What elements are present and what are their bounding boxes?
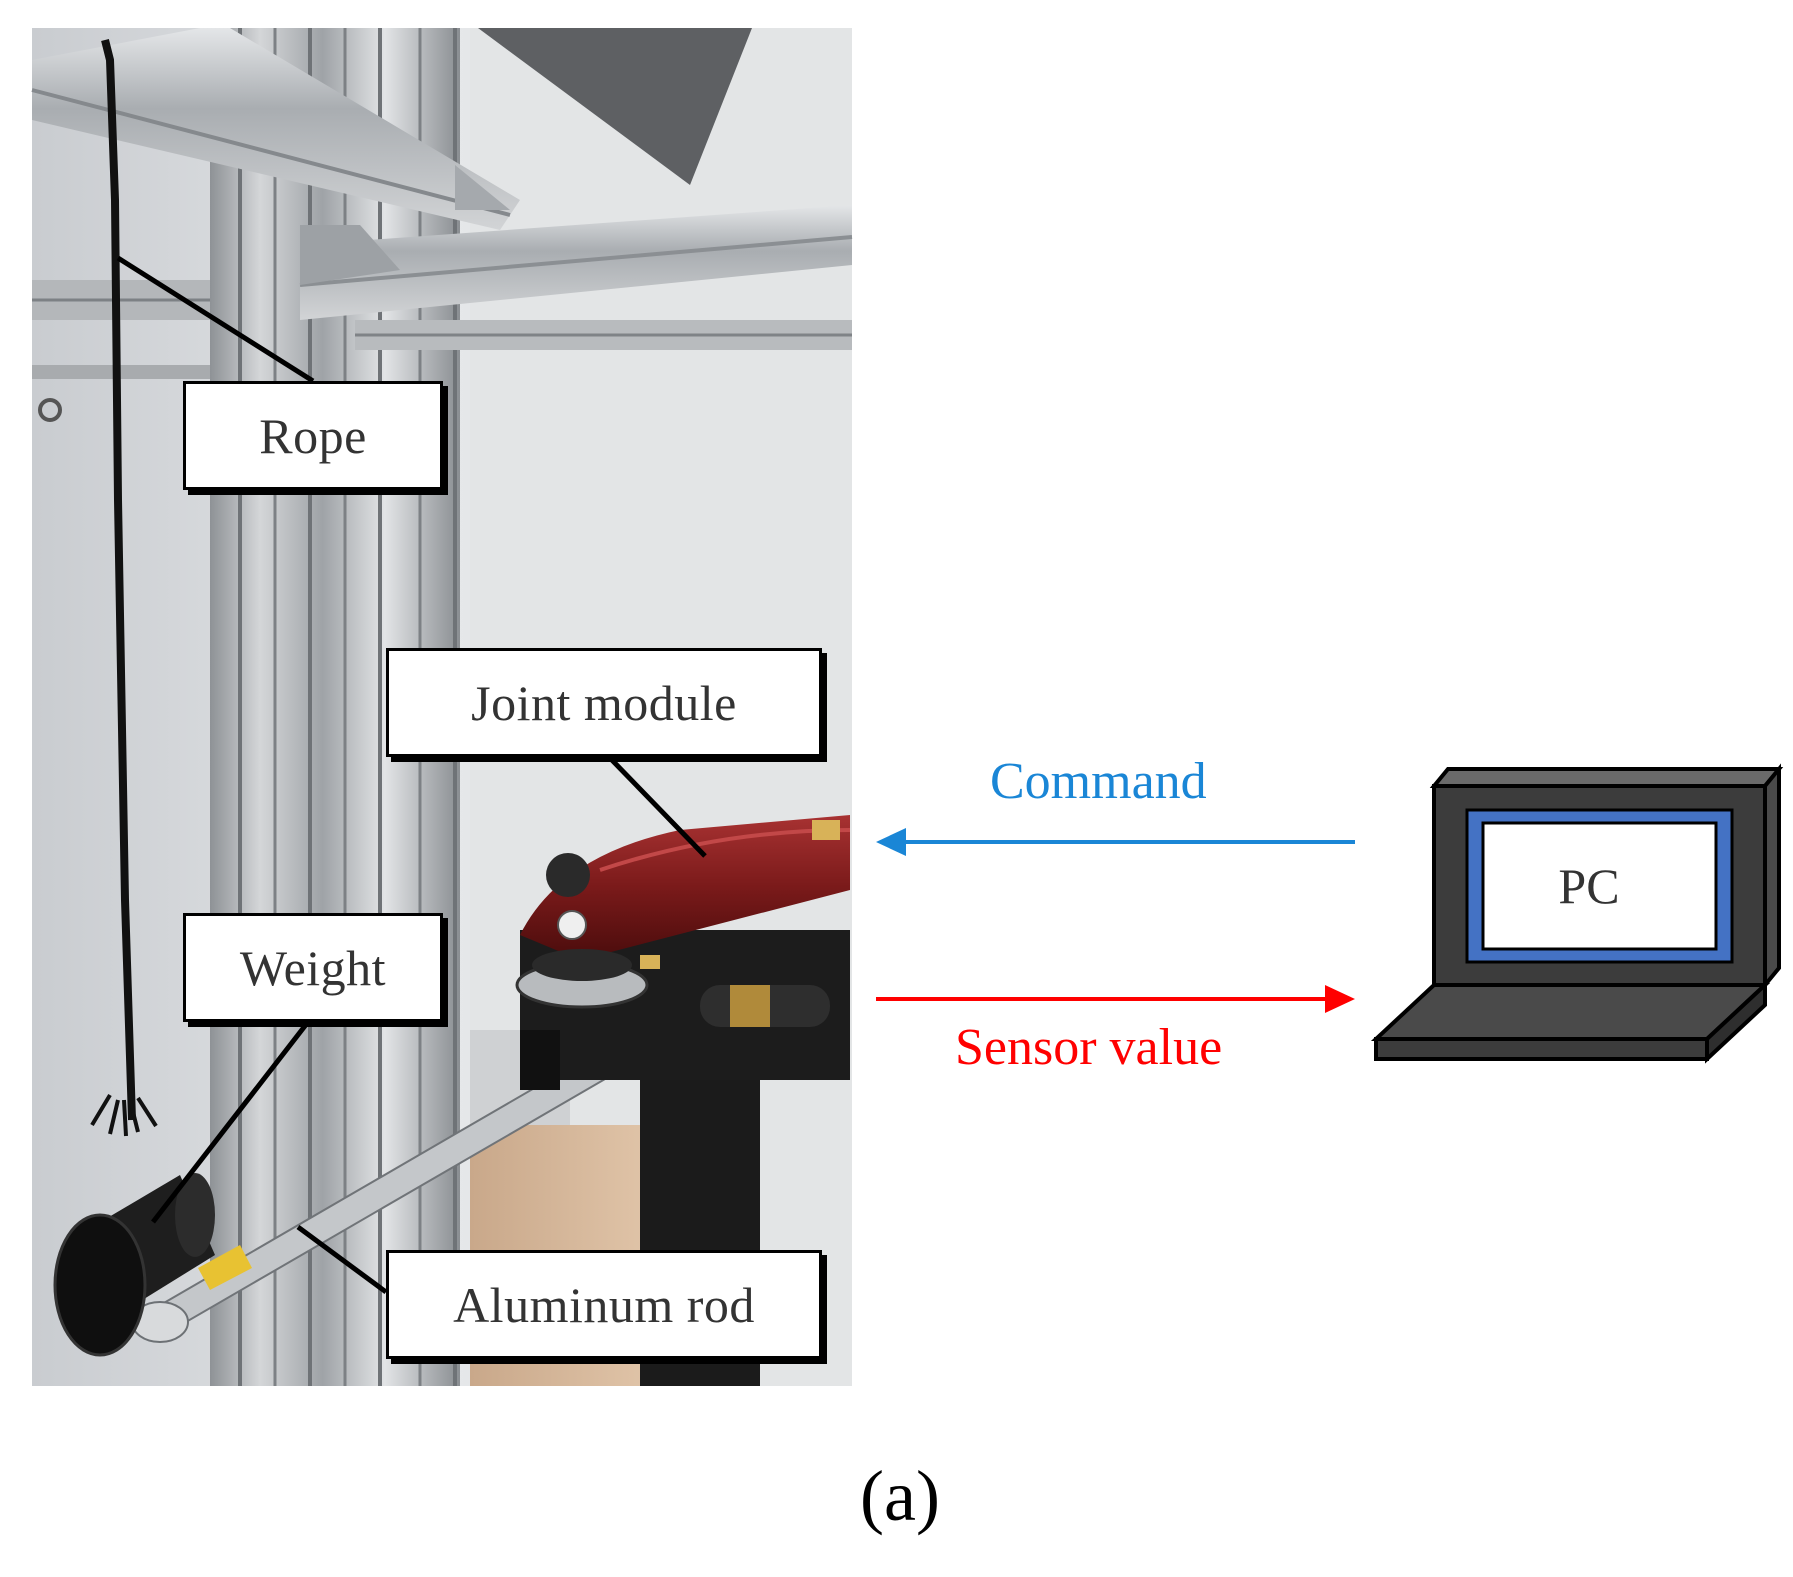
pc-label: PC: [1558, 858, 1620, 914]
joint-module-label: Joint module: [386, 648, 822, 757]
ceiling-shadow: [478, 28, 752, 185]
corner-bracket: [300, 225, 400, 285]
panel-caption: (a): [860, 1456, 940, 1536]
command-label: Command: [990, 753, 1207, 810]
leader-lines: [116, 255, 707, 1295]
rope: [101, 39, 136, 1121]
sensor-value-arrow: [876, 985, 1355, 1013]
command-arrow: [876, 828, 1355, 856]
top-beam-left: [32, 28, 520, 230]
weight: [53, 1173, 215, 1357]
rope-label: Rope: [183, 381, 443, 490]
yellow-tape: [198, 1245, 252, 1290]
joint-module: [515, 815, 851, 1090]
sensor-value-label: Sensor value: [955, 1019, 1223, 1076]
weight-label: Weight: [183, 913, 443, 1022]
laptop-pc-icon: [1370, 763, 1784, 1064]
aluminum-rod-label: Aluminum rod: [386, 1250, 822, 1359]
